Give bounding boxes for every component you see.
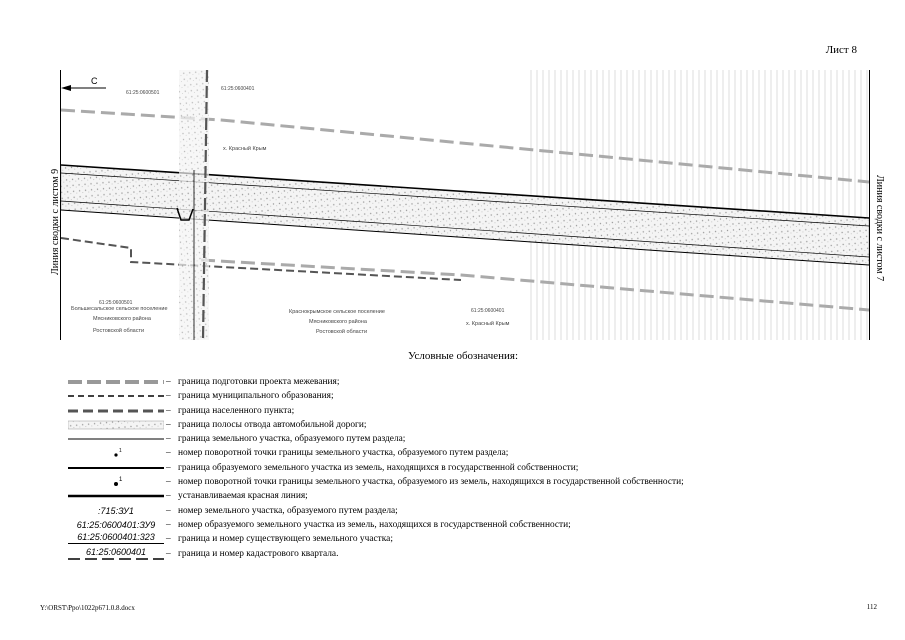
parcel-number-symbol: :715:ЗУ1 [98,505,134,516]
svg-text:С: С [91,76,98,86]
state-parcel-boundary-symbol [68,466,164,469]
quarter-label: 61:25:0600401 [471,308,505,314]
legend-item: –граница полосы отвода автомобильной дор… [60,418,840,432]
turning-point-symbol: 1 [114,448,122,458]
state-turning-point-symbol: 1 [114,477,123,487]
village-label: х. Красный Крым [466,320,510,327]
settlement-label: Мясниковского района [309,318,368,325]
legend-item: –граница муниципального образования; [60,389,840,403]
map-drawing: С 61:25:0600501 61:25:0600401 х. Красный… [60,69,870,341]
legend-item: 61:25:0600401:323 –граница и номер сущес… [60,532,840,546]
municipal-boundary [60,237,462,281]
quarter-label: 61:25:0600501 [99,300,133,306]
legend-item: :715:ЗУ1 –номер земельного участка, обра… [60,504,840,518]
existing-parcel-symbol: 61:25:0600401:323 [68,532,164,545]
legend-title: Условные обозначения: [408,350,519,362]
village-label: х. Красный Крым [223,145,267,152]
road-strip-symbol [68,420,164,430]
legend-item: 1 –номер поворотной точки границы земель… [60,475,840,489]
legend-item: –граница земельного участка, образуемого… [60,432,840,446]
project-boundary-top [60,108,870,184]
vertical-boundary [201,69,209,341]
settlement-label: Ростовской области [93,327,144,334]
svg-text:1: 1 [119,448,122,454]
ditch [176,207,194,221]
quarter-label: 61:25:0600401 [221,86,255,92]
legend-item: 61:25:0600401 –граница и номер кадастров… [60,547,840,561]
page-number: 112 [866,603,877,611]
legend-item: 1 –номер поворотной точки границы земель… [60,446,840,460]
municipal-boundary-symbol [68,395,164,398]
settlement-label: Ростовской области [316,328,367,335]
settlement-label: Большесальское сельское поселение [71,306,168,312]
project-boundary-symbol [68,380,164,384]
quarter-label: 61:25:0600501 [126,90,160,96]
state-parcel-number-symbol: 61:25:0600401:ЗУ9 [76,519,156,530]
cadastral-quarter-symbol: 61:25:0600401 [85,546,147,557]
red-line-symbol [68,495,164,498]
sheet-number: Лист 8 [825,44,857,56]
legend: –граница подготовки проекта межевания; –… [60,375,840,561]
parcel-boundary-symbol [68,438,164,440]
legend-item: –граница образуемого земельного участка … [60,461,840,475]
legend-item: 61:25:0600401:ЗУ9 –номер образуемого зем… [60,518,840,532]
file-path: Y:\ORST\Ppo\1022p671.0.8.docx [40,604,135,612]
project-boundary-bottom [200,258,870,312]
side-label-right: Линия сводки с листом 7 [874,175,885,282]
legend-item: –граница подготовки проекта межевания; [60,375,840,389]
cadastral-map: С 61:25:0600501 61:25:0600401 х. Красный… [60,69,870,341]
settlement-label: Краснокрымское сельское поселение [289,309,385,315]
north-arrow: С [61,76,106,91]
settlement-boundary-symbol [68,409,164,413]
legend-item: –устанавливаемая красная линия; [60,489,840,503]
settlement-label: Мясниковского района [93,315,152,322]
svg-text:1: 1 [119,477,123,483]
legend-item: –граница населенного пункта; [60,404,840,418]
